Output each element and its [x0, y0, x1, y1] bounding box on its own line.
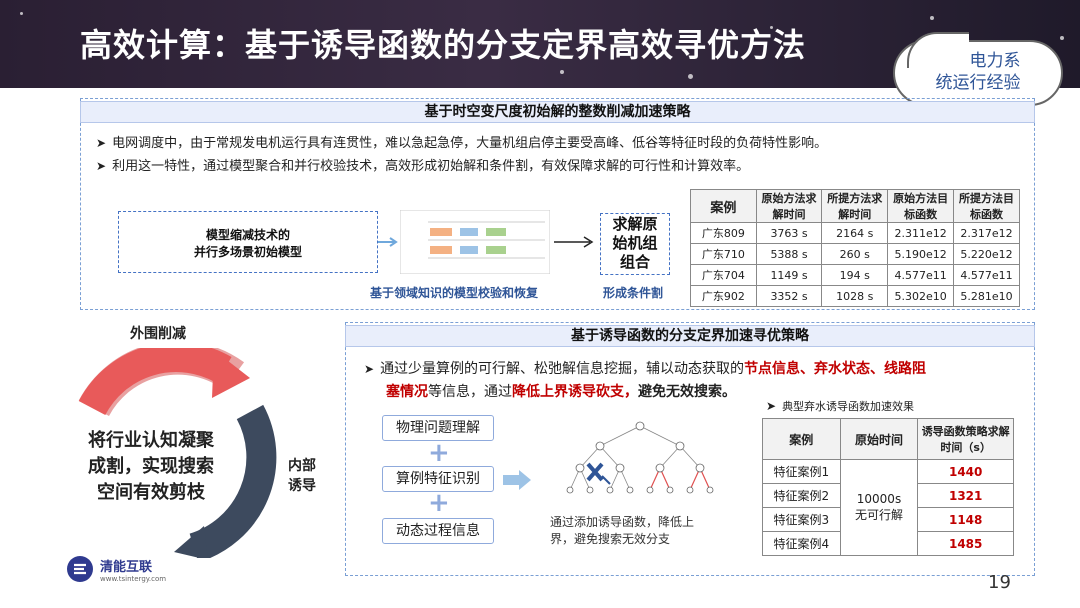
reduction-ring-diagram [78, 348, 277, 558]
solve-box: 求解原 始机组 组合 [600, 213, 670, 275]
section1-box [80, 98, 1035, 310]
inner-induction-label: 内部 诱导 [288, 458, 316, 494]
step-feature-recognition: 算例特征识别 [382, 466, 494, 492]
bullet-arrow-icon: ➤ [96, 136, 107, 150]
table-note: ➤典型弃水诱导函数加速效果 [766, 399, 915, 413]
section2-box [345, 322, 1035, 576]
table-header: 案例 [762, 418, 841, 460]
merged-cell: 10000s 无可行解 [839, 459, 919, 556]
model-reduction-box: 模型缩减技术的 并行多场景初始模型 [118, 211, 378, 273]
caption-condition-cut: 形成条件割 [603, 286, 664, 300]
page-title: 高效计算：基于诱导函数的分支定界高效寻优方法 [80, 26, 807, 64]
step-physical-understanding: 物理问题理解 [382, 415, 494, 441]
tree-caption: 通过添加诱导函数，降低上界，避免搜索无效分支 [550, 515, 695, 546]
cloud-line-1: 基于电力系 [935, 51, 1021, 71]
bullet-arrow-icon: ➤ [96, 159, 107, 173]
section1-results-table: 案例 原始方法求解时间 所提方法求解时间 原始方法目标函数 所提方法目标函数 广… [690, 189, 1020, 307]
section2-header: 基于诱导函数的分支定界加速寻优策略 [345, 325, 1035, 347]
branch-tree-diagram [566, 421, 714, 494]
table-header: 原始方法目标函数 [887, 189, 955, 223]
table-header: 诱导函数策略求解时间（s） [917, 418, 1014, 460]
experience-cloud: 基于电力系 统运行经验 [893, 32, 1063, 106]
scenario-chart [400, 210, 550, 274]
logo-icon [67, 556, 93, 582]
section2-bullet-line2: 塞情况等信息，通过降低上界诱导砍支，避免无效搜索。 [386, 384, 736, 400]
outer-reduction-label: 外围削减 [130, 326, 186, 342]
bullet-arrow-icon: ➤ [364, 362, 375, 376]
section2-bullet-line1: ➤通过少量算例的可行解、松弛解信息挖掘，辅以动态获取的节点信息、弃水状态、线路阻 [364, 361, 927, 377]
arrow-to-solve-icon [554, 236, 594, 248]
plus-icon: + [428, 488, 450, 518]
bullet-arrow-icon: ➤ [766, 399, 777, 413]
big-arrow-icon [503, 470, 531, 490]
logo-name: 清能互联 [100, 559, 153, 575]
table-header: 所提方法目标函数 [953, 189, 1020, 223]
table-header: 所提方法求解时间 [821, 189, 889, 223]
caption-model-check: 基于领域知识的模型校验和恢复 [370, 286, 539, 300]
table-header: 案例 [690, 189, 757, 223]
section1-bullet-2: ➤利用这一特性，通过模型聚合和并行校验技术，高效形成初始解和条件割，有效保障求解… [96, 159, 750, 174]
company-logo: 清能互联 www.tsintergy.com [66, 555, 166, 583]
page-number: 19 [988, 572, 1011, 593]
table-header: 原始方法求解时间 [755, 189, 823, 223]
plus-icon: + [428, 438, 450, 468]
cloud-line-2: 统运行经验 [935, 73, 1021, 93]
step-dynamic-info: 动态过程信息 [382, 518, 494, 544]
section1-header: 基于时空变尺度初始解的整数削减加速策略 [80, 101, 1035, 123]
logo-url: www.tsintergy.com [100, 574, 167, 583]
table-header: 原始时间 [839, 418, 919, 460]
section1-bullet-1: ➤电网调度中，由于常规发电机运行具有连贯性，难以急起急停，大量机组启停主要受高峰… [96, 136, 828, 151]
arrow-to-chart-icon [378, 237, 398, 247]
ring-center-text: 将行业认知凝聚成割，实现搜索空间有效剪枝 [88, 430, 214, 503]
